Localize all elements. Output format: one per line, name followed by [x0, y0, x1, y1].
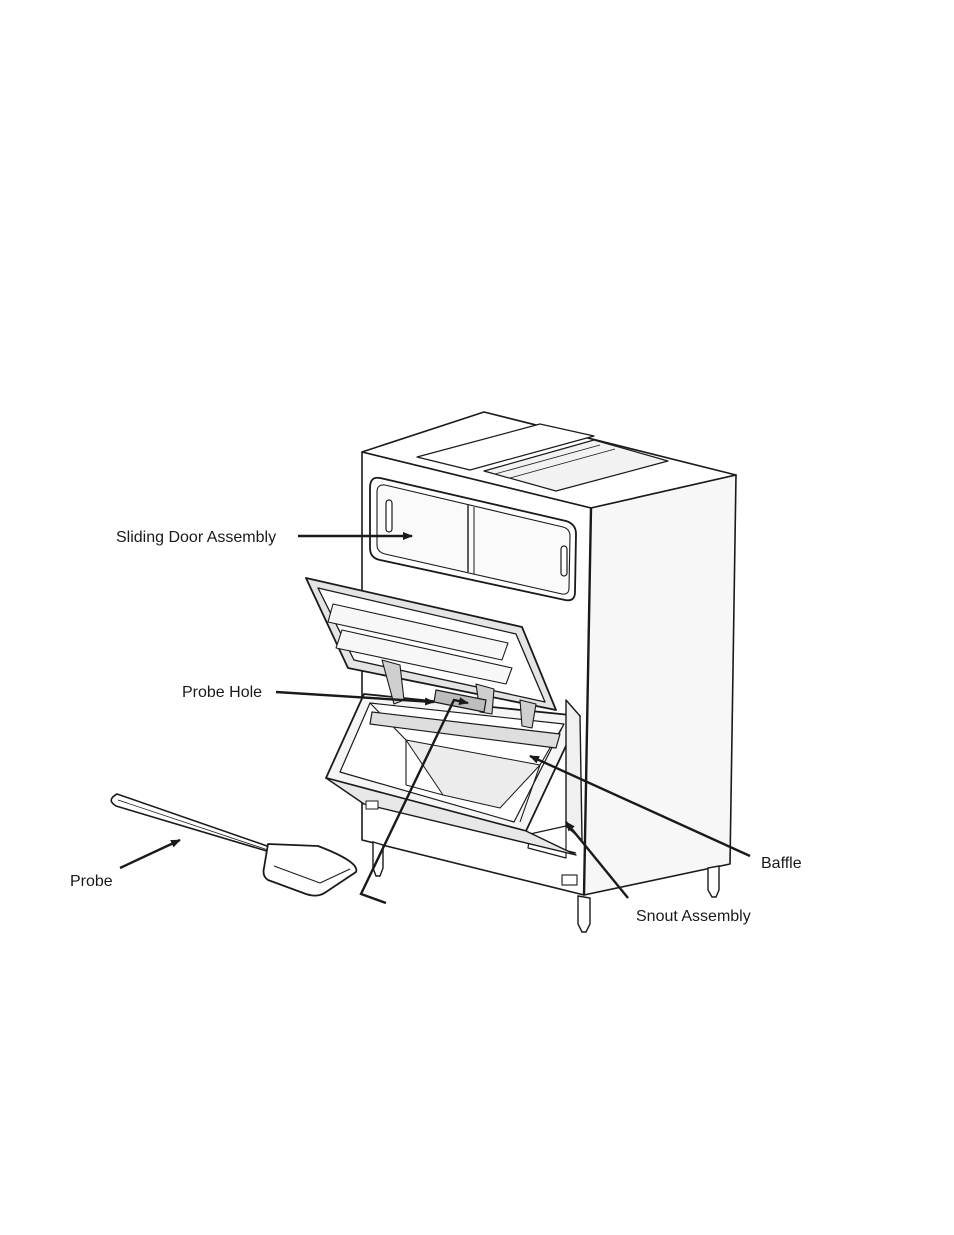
label-probe-hole: Probe Hole [182, 684, 262, 701]
arrow-probe [120, 840, 180, 868]
label-baffle: Baffle [761, 855, 802, 872]
label-snout-assembly: Snout Assembly [636, 908, 751, 925]
cabinet-side [584, 475, 736, 895]
label-sliding-door-assembly: Sliding Door Assembly [116, 529, 276, 546]
probe-tool [111, 794, 356, 896]
label-probe: Probe [70, 873, 113, 890]
